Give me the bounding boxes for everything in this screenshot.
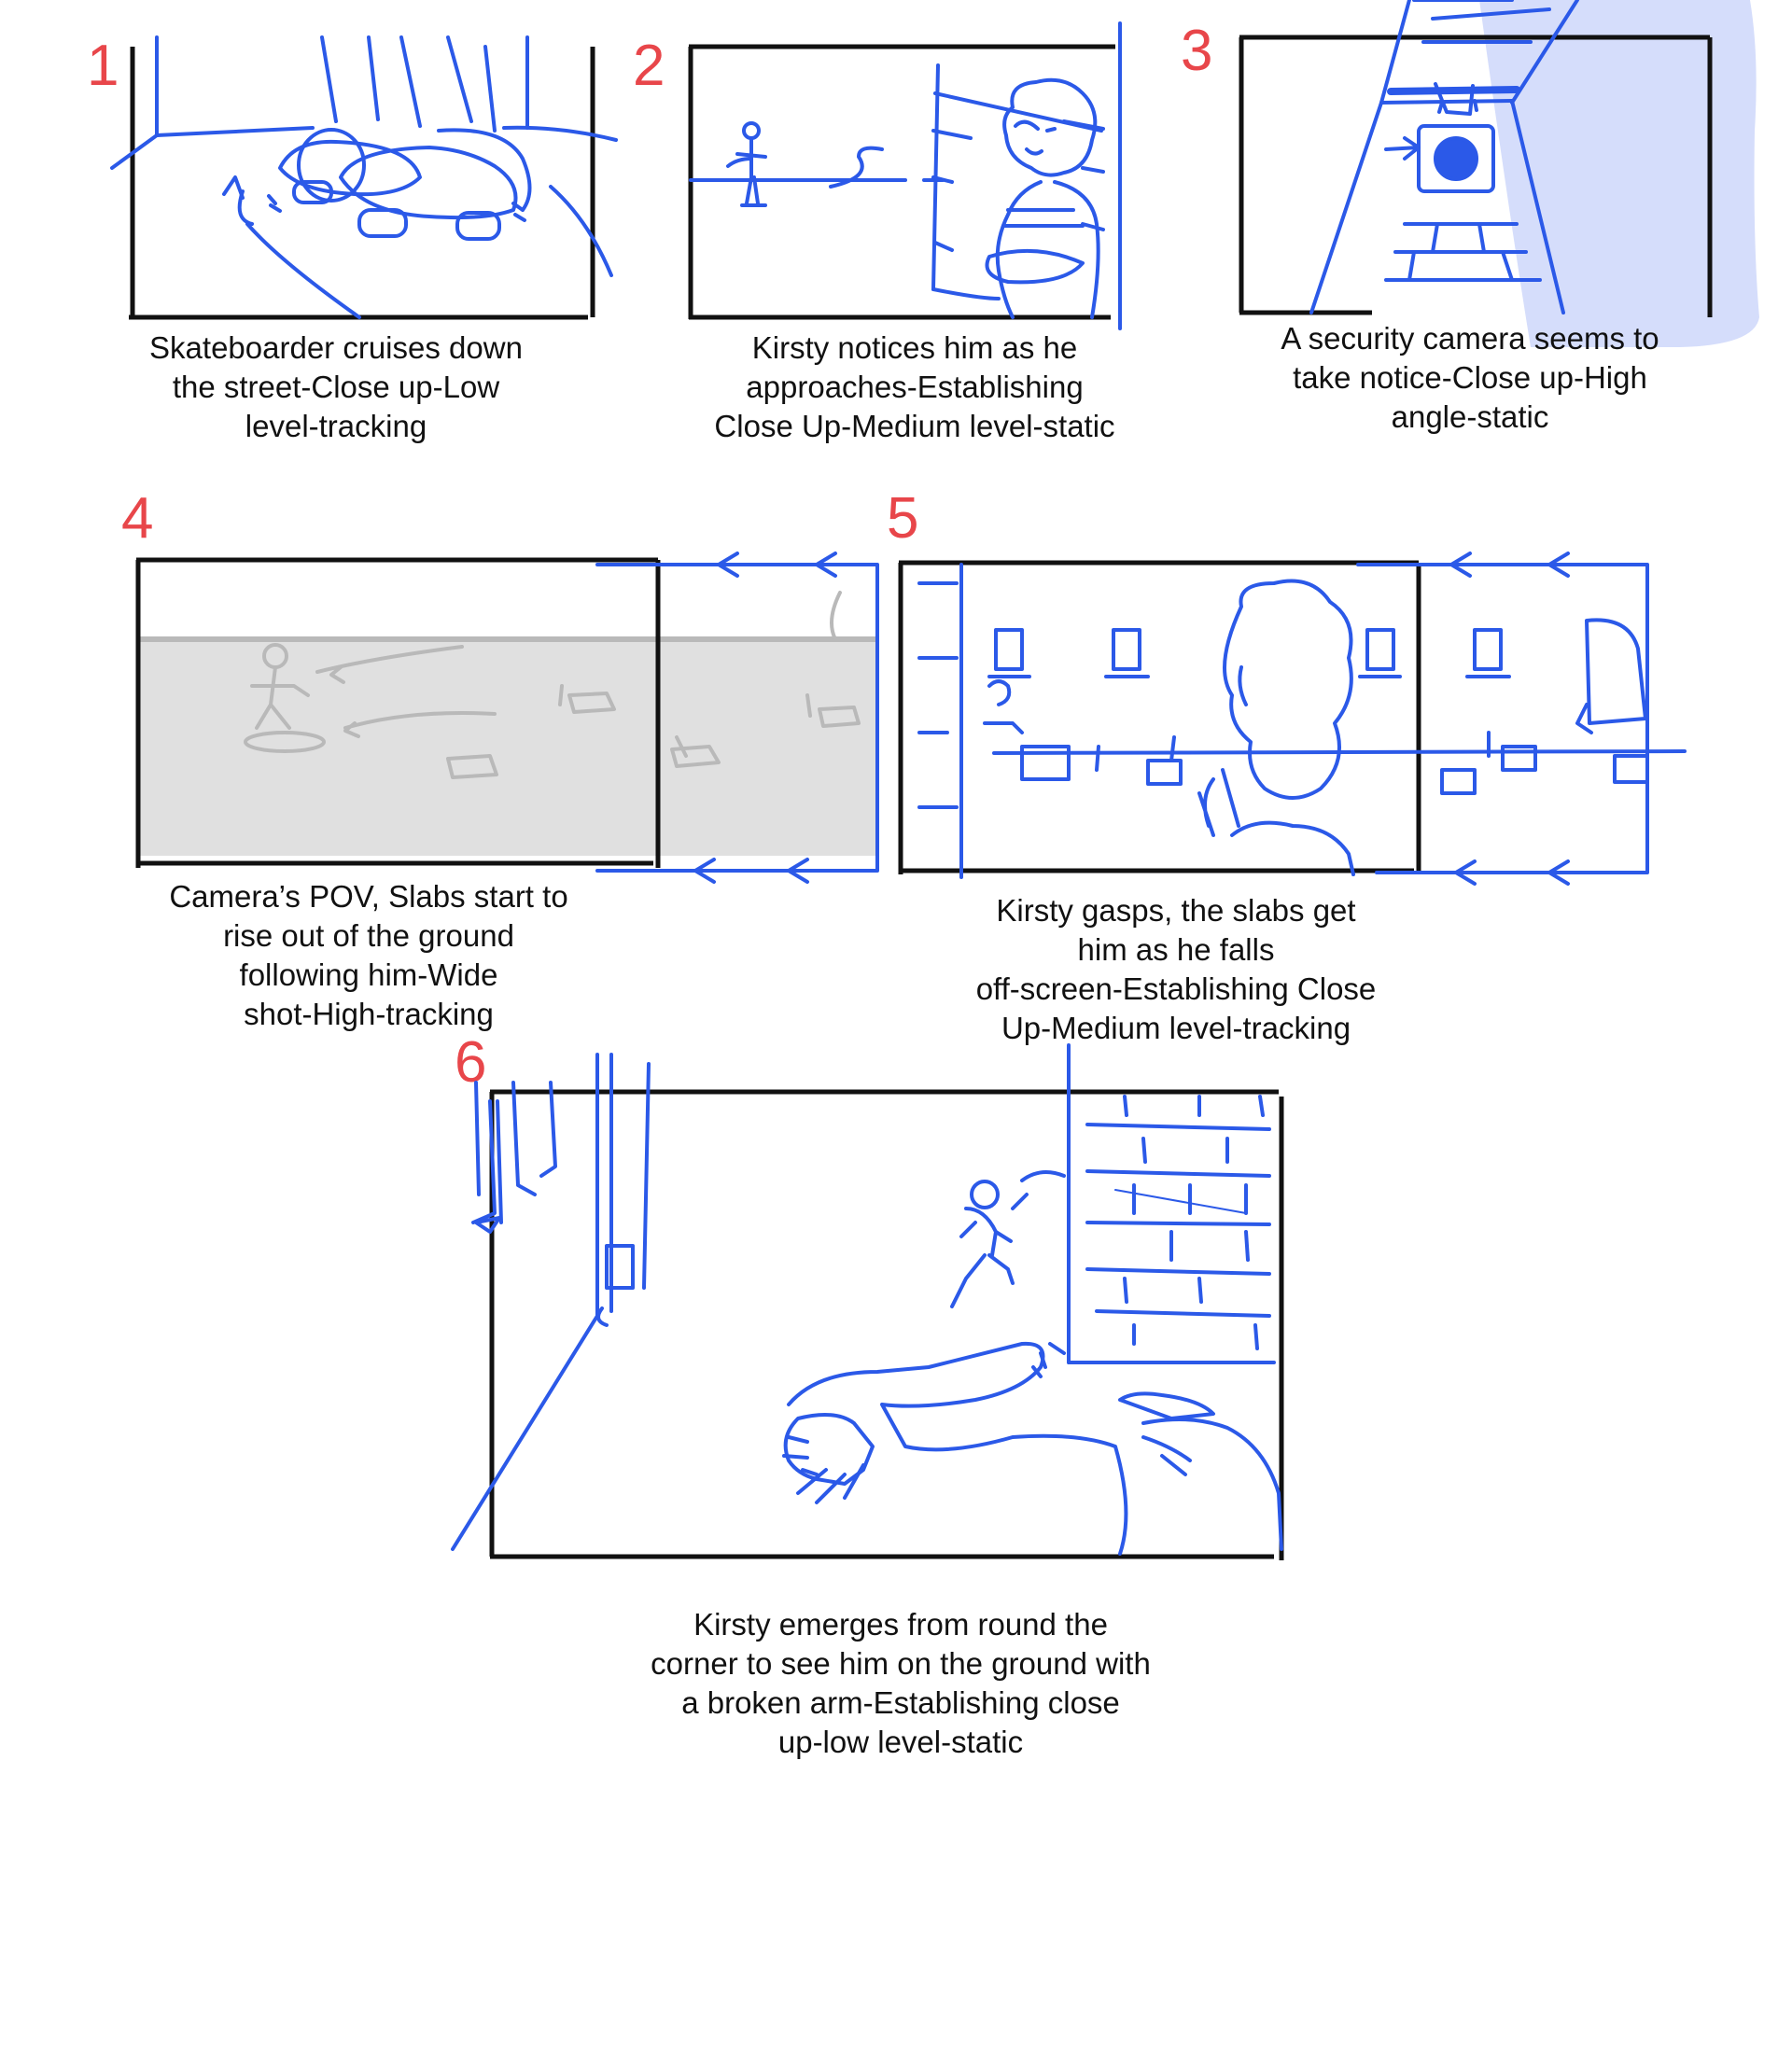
panel-6-number: 6 (455, 1030, 487, 1095)
panel-4-number: 4 (121, 486, 154, 551)
shadow-highlight (1479, 0, 1759, 347)
panel-6-caption: Kirsty emerges from round the corner to … (651, 1607, 1151, 1759)
panel-5-sketch (891, 546, 1703, 891)
panel-1-caption: Skateboarder cruises down the street-Clo… (149, 330, 523, 443)
panel-2-number: 2 (633, 34, 665, 98)
panel-2-sketch (672, 19, 1157, 336)
kirsty-finds-skater-drawing (451, 1043, 1284, 1560)
skateboard-feet-drawing (110, 35, 618, 320)
security-camera-drawing (1239, 0, 1759, 347)
panel-2-caption: Kirsty notices him as he approaches-Esta… (714, 330, 1115, 443)
camera-pov-drawing (135, 552, 879, 884)
panel-3-number: 3 (1181, 19, 1213, 83)
kirsty-watching-drawing (688, 21, 1122, 330)
panel-5-number: 5 (887, 486, 919, 551)
panel-5-caption: Kirsty gasps, the slabs get him as he fa… (975, 893, 1377, 1045)
panel-6-sketch (425, 1043, 1293, 1568)
kirsty-gasps-drawing (898, 552, 1687, 886)
panel-4-caption: Camera’s POV, Slabs start to rise out of… (169, 879, 568, 1031)
panel-4-sketch (131, 546, 896, 884)
panel-3-sketch (1232, 0, 1792, 347)
panel-3-caption: A security camera seems to take notice-C… (1281, 321, 1659, 434)
panel-1-sketch (110, 35, 663, 327)
panel-1-number: 1 (87, 34, 119, 98)
